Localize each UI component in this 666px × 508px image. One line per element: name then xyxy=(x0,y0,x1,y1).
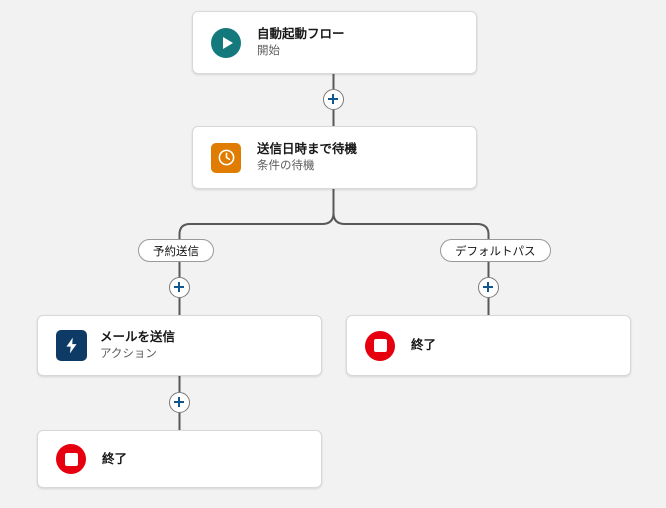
node-subtitle: アクション xyxy=(100,348,157,360)
clock-icon xyxy=(211,142,241,173)
flow-node-end-left[interactable]: 終了 xyxy=(37,430,322,488)
node-title: 終了 xyxy=(102,451,128,466)
stop-icon xyxy=(365,330,395,361)
lightning-bolt-icon xyxy=(56,330,87,361)
add-step-button-4[interactable] xyxy=(169,392,190,413)
branch-label-scheduled-send[interactable]: 予約送信 xyxy=(138,239,214,262)
node-subtitle: 開始 xyxy=(257,45,280,57)
branch-label-default-path[interactable]: デフォルトパス xyxy=(440,239,551,262)
node-title: 自動起動フロー xyxy=(257,27,345,41)
add-step-button-3[interactable] xyxy=(478,277,499,298)
flow-node-wait[interactable]: 送信日時まで待機 条件の待機 xyxy=(192,126,477,189)
wire-split-right xyxy=(332,212,490,239)
flow-node-send-mail[interactable]: メールを送信 アクション xyxy=(37,315,322,376)
stop-icon xyxy=(56,444,86,474)
node-text-block: メールを送信 アクション xyxy=(100,329,175,362)
spacer xyxy=(86,459,102,460)
spacer xyxy=(395,345,411,346)
add-step-button-2[interactable] xyxy=(169,277,190,298)
node-text-block: 送信日時まで待機 条件の待機 xyxy=(257,141,357,174)
add-step-button-1[interactable] xyxy=(323,89,344,110)
node-text-block: 自動起動フロー 開始 xyxy=(257,26,345,59)
node-title: 終了 xyxy=(411,338,437,352)
node-title: メールを送信 xyxy=(100,330,176,344)
node-subtitle: 条件の待機 xyxy=(257,160,315,172)
flow-node-start[interactable]: 自動起動フロー 開始 xyxy=(192,11,477,74)
spacer xyxy=(241,157,257,158)
node-title: 送信日時まで待機 xyxy=(257,142,358,156)
spacer xyxy=(241,42,257,43)
play-circle-icon xyxy=(211,27,241,58)
spacer xyxy=(87,345,100,346)
wire-split-left xyxy=(178,212,335,239)
flow-node-end-right[interactable]: 終了 xyxy=(346,315,631,376)
